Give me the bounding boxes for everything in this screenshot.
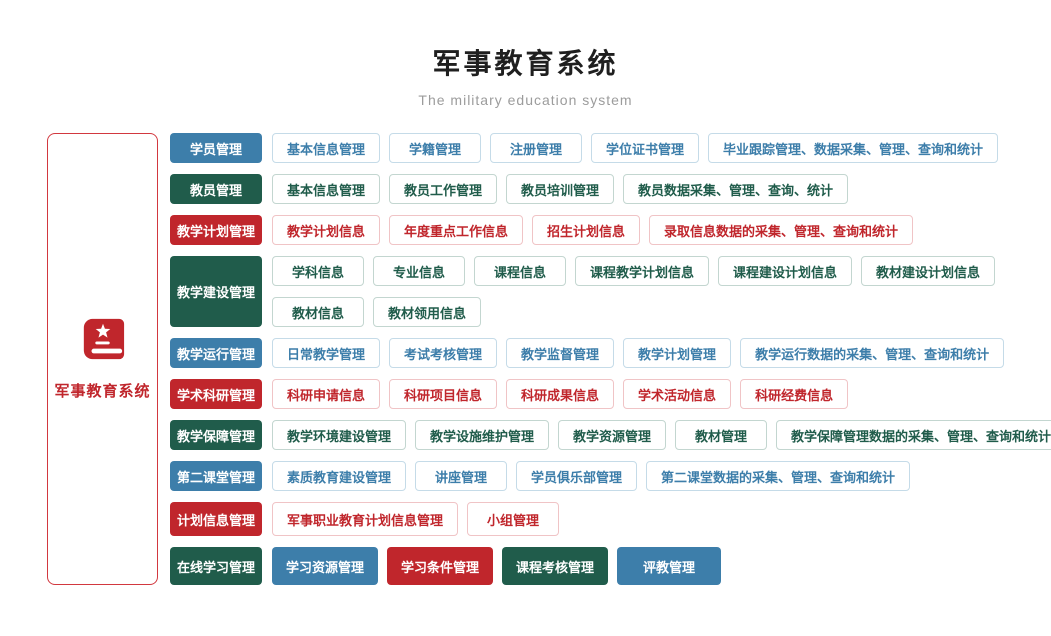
system-root-panel: 军事教育系统 bbox=[47, 133, 158, 585]
module-line: 教学计划信息年度重点工作信息招生计划信息录取信息数据的采集、管理、查询和统计 bbox=[272, 215, 914, 245]
module-lines: 日常教学管理考试考核管理教学监督管理教学计划管理教学运行数据的采集、管理、查询和… bbox=[272, 338, 1005, 368]
module-button[interactable]: 专业信息 bbox=[373, 256, 465, 286]
module-button[interactable]: 基本信息管理 bbox=[272, 133, 381, 163]
category-button-online-learning-management[interactable]: 在线学习管理 bbox=[170, 547, 262, 585]
page-subtitle: The military education system bbox=[418, 92, 633, 108]
module-line: 科研申请信息科研项目信息科研成果信息学术活动信息科研经费信息 bbox=[272, 379, 849, 409]
module-lines: 学科信息专业信息课程信息课程教学计划信息课程建设计划信息教材建设计划信息教材信息… bbox=[272, 256, 996, 327]
page-header: 军事教育系统 The military education system bbox=[0, 0, 1051, 108]
module-button[interactable]: 教学设施维护管理 bbox=[415, 420, 550, 450]
system-root-label: 军事教育系统 bbox=[54, 383, 151, 400]
module-button[interactable]: 评教管理 bbox=[617, 547, 722, 585]
category-button-teaching-construction-management[interactable]: 教学建设管理 bbox=[170, 256, 262, 327]
category-button-academic-research-management[interactable]: 学术科研管理 bbox=[170, 379, 262, 409]
module-button[interactable]: 教学资源管理 bbox=[558, 420, 667, 450]
group-row-second-classroom-management: 第二课堂管理素质教育建设管理讲座管理学员俱乐部管理第二课堂数据的采集、管理、查询… bbox=[170, 461, 1051, 491]
group-row-teaching-plan-management: 教学计划管理教学计划信息年度重点工作信息招生计划信息录取信息数据的采集、管理、查… bbox=[170, 215, 1051, 245]
module-button[interactable]: 小组管理 bbox=[467, 502, 560, 536]
module-button[interactable]: 考试考核管理 bbox=[389, 338, 498, 368]
module-button[interactable]: 学习资源管理 bbox=[272, 547, 379, 585]
category-button-teaching-operation-management[interactable]: 教学运行管理 bbox=[170, 338, 262, 368]
module-button[interactable]: 教材领用信息 bbox=[373, 297, 482, 327]
module-line: 军事职业教育计划信息管理小组管理 bbox=[272, 502, 560, 536]
module-button[interactable]: 学术活动信息 bbox=[623, 379, 732, 409]
module-lines: 学习资源管理学习条件管理课程考核管理评教管理 bbox=[272, 547, 722, 585]
module-button[interactable]: 教学保障管理数据的采集、管理、查询和统计 bbox=[776, 420, 1051, 450]
module-lines: 教学计划信息年度重点工作信息招生计划信息录取信息数据的采集、管理、查询和统计 bbox=[272, 215, 914, 245]
module-lines: 科研申请信息科研项目信息科研成果信息学术活动信息科研经费信息 bbox=[272, 379, 849, 409]
module-button[interactable]: 基本信息管理 bbox=[272, 174, 381, 204]
module-button[interactable]: 教学运行数据的采集、管理、查询和统计 bbox=[740, 338, 1005, 368]
module-button[interactable]: 学籍管理 bbox=[389, 133, 482, 163]
module-button[interactable]: 学科信息 bbox=[272, 256, 364, 286]
module-button[interactable]: 录取信息数据的采集、管理、查询和统计 bbox=[649, 215, 914, 245]
module-button[interactable]: 教学计划信息 bbox=[272, 215, 381, 245]
module-line: 基本信息管理学籍管理注册管理学位证书管理毕业跟踪管理、数据采集、管理、查询和统计 bbox=[272, 133, 999, 163]
module-button[interactable]: 教员数据采集、管理、查询、统计 bbox=[623, 174, 849, 204]
module-button[interactable]: 日常教学管理 bbox=[272, 338, 381, 368]
module-line: 学习资源管理学习条件管理课程考核管理评教管理 bbox=[272, 547, 722, 585]
category-button-student-management[interactable]: 学员管理 bbox=[170, 133, 262, 163]
module-lines: 基本信息管理教员工作管理教员培训管理教员数据采集、管理、查询、统计 bbox=[272, 174, 849, 204]
group-row-faculty-management: 教员管理基本信息管理教员工作管理教员培训管理教员数据采集、管理、查询、统计 bbox=[170, 174, 1051, 204]
module-button[interactable]: 课程考核管理 bbox=[502, 547, 609, 585]
module-button[interactable]: 学员俱乐部管理 bbox=[516, 461, 638, 491]
group-row-plan-info-management: 计划信息管理军事职业教育计划信息管理小组管理 bbox=[170, 502, 1051, 536]
module-button[interactable]: 军事职业教育计划信息管理 bbox=[272, 502, 459, 536]
category-button-teaching-support-management[interactable]: 教学保障管理 bbox=[170, 420, 262, 450]
module-button[interactable]: 课程信息 bbox=[474, 256, 566, 286]
module-button[interactable]: 学位证书管理 bbox=[591, 133, 700, 163]
module-button[interactable]: 注册管理 bbox=[490, 133, 583, 163]
page-title: 军事教育系统 bbox=[432, 48, 619, 79]
group-row-teaching-support-management: 教学保障管理教学环境建设管理教学设施维护管理教学资源管理教材管理教学保障管理数据… bbox=[170, 420, 1051, 450]
category-button-teaching-plan-management[interactable]: 教学计划管理 bbox=[170, 215, 262, 245]
module-line: 日常教学管理考试考核管理教学监督管理教学计划管理教学运行数据的采集、管理、查询和… bbox=[272, 338, 1005, 368]
module-lines: 教学环境建设管理教学设施维护管理教学资源管理教材管理教学保障管理数据的采集、管理… bbox=[272, 420, 1051, 450]
book-star-icon bbox=[80, 317, 126, 368]
module-groups: 学员管理基本信息管理学籍管理注册管理学位证书管理毕业跟踪管理、数据采集、管理、查… bbox=[170, 133, 1051, 585]
module-button[interactable]: 教学计划管理 bbox=[623, 338, 732, 368]
module-line: 学科信息专业信息课程信息课程教学计划信息课程建设计划信息教材建设计划信息 bbox=[272, 256, 996, 286]
module-button[interactable]: 教材信息 bbox=[272, 297, 364, 327]
category-button-faculty-management[interactable]: 教员管理 bbox=[170, 174, 262, 204]
category-button-second-classroom-management[interactable]: 第二课堂管理 bbox=[170, 461, 262, 491]
module-button[interactable]: 教材建设计划信息 bbox=[861, 256, 996, 286]
module-lines: 素质教育建设管理讲座管理学员俱乐部管理第二课堂数据的采集、管理、查询和统计 bbox=[272, 461, 911, 491]
main-area: 军事教育系统 学员管理基本信息管理学籍管理注册管理学位证书管理毕业跟踪管理、数据… bbox=[0, 133, 1051, 585]
module-button[interactable]: 第二课堂数据的采集、管理、查询和统计 bbox=[646, 461, 911, 491]
module-button[interactable]: 年度重点工作信息 bbox=[389, 215, 524, 245]
module-lines: 基本信息管理学籍管理注册管理学位证书管理毕业跟踪管理、数据采集、管理、查询和统计 bbox=[272, 133, 999, 163]
module-button[interactable]: 科研经费信息 bbox=[740, 379, 849, 409]
module-button[interactable]: 教员工作管理 bbox=[389, 174, 498, 204]
module-line: 基本信息管理教员工作管理教员培训管理教员数据采集、管理、查询、统计 bbox=[272, 174, 849, 204]
module-button[interactable]: 毕业跟踪管理、数据采集、管理、查询和统计 bbox=[708, 133, 999, 163]
category-button-plan-info-management[interactable]: 计划信息管理 bbox=[170, 502, 262, 536]
group-row-academic-research-management: 学术科研管理科研申请信息科研项目信息科研成果信息学术活动信息科研经费信息 bbox=[170, 379, 1051, 409]
module-line: 教学环境建设管理教学设施维护管理教学资源管理教材管理教学保障管理数据的采集、管理… bbox=[272, 420, 1051, 450]
module-line: 素质教育建设管理讲座管理学员俱乐部管理第二课堂数据的采集、管理、查询和统计 bbox=[272, 461, 911, 491]
module-line: 教材信息教材领用信息 bbox=[272, 297, 995, 327]
group-row-teaching-operation-management: 教学运行管理日常教学管理考试考核管理教学监督管理教学计划管理教学运行数据的采集、… bbox=[170, 338, 1051, 368]
module-button[interactable]: 科研申请信息 bbox=[272, 379, 381, 409]
module-button[interactable]: 科研成果信息 bbox=[506, 379, 615, 409]
module-button[interactable]: 科研项目信息 bbox=[389, 379, 498, 409]
module-button[interactable]: 教学监督管理 bbox=[506, 338, 615, 368]
module-button[interactable]: 素质教育建设管理 bbox=[272, 461, 407, 491]
module-button[interactable]: 招生计划信息 bbox=[532, 215, 641, 245]
group-row-online-learning-management: 在线学习管理学习资源管理学习条件管理课程考核管理评教管理 bbox=[170, 547, 1051, 585]
module-lines: 军事职业教育计划信息管理小组管理 bbox=[272, 502, 560, 536]
module-button[interactable]: 教学环境建设管理 bbox=[272, 420, 407, 450]
module-button[interactable]: 学习条件管理 bbox=[387, 547, 494, 585]
module-button[interactable]: 课程教学计划信息 bbox=[575, 256, 710, 286]
group-row-teaching-construction-management: 教学建设管理学科信息专业信息课程信息课程教学计划信息课程建设计划信息教材建设计划… bbox=[170, 256, 1051, 327]
module-button[interactable]: 课程建设计划信息 bbox=[718, 256, 853, 286]
module-button[interactable]: 讲座管理 bbox=[415, 461, 508, 491]
group-row-student-management: 学员管理基本信息管理学籍管理注册管理学位证书管理毕业跟踪管理、数据采集、管理、查… bbox=[170, 133, 1051, 163]
module-button[interactable]: 教材管理 bbox=[675, 420, 768, 450]
module-button[interactable]: 教员培训管理 bbox=[506, 174, 615, 204]
